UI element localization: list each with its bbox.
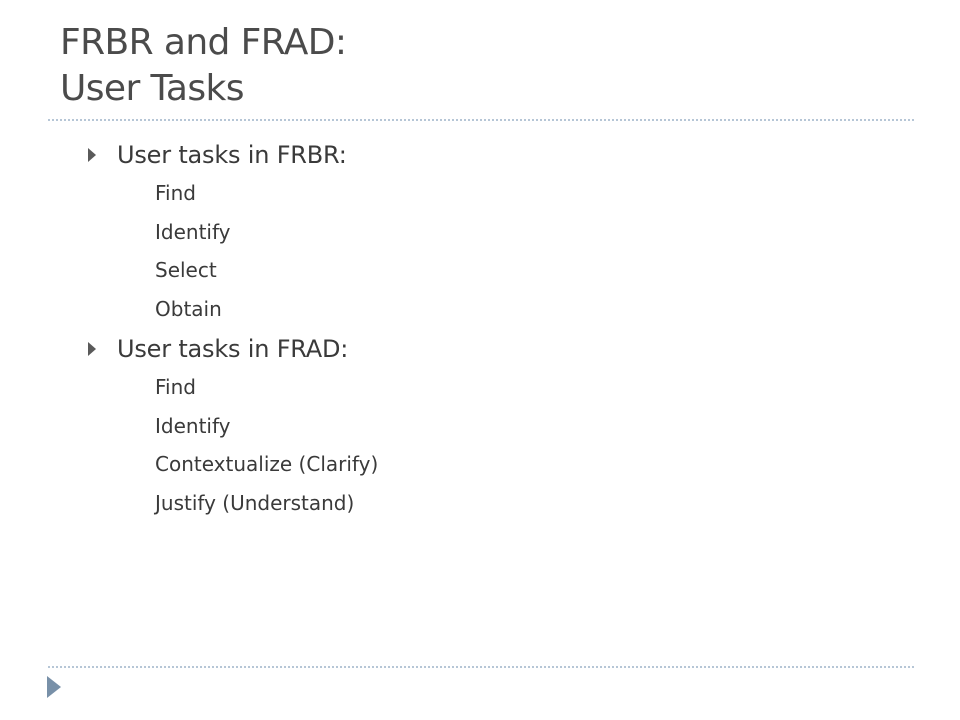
slide-title: FRBR and FRAD: User Tasks bbox=[60, 20, 900, 112]
title-divider bbox=[48, 119, 914, 121]
bullet-arrow-icon bbox=[88, 148, 96, 162]
list-item: Select bbox=[155, 258, 217, 282]
bullet-frbr: User tasks in FRBR: bbox=[88, 136, 888, 174]
list-item: Justify (Understand) bbox=[155, 490, 355, 515]
bullet-arrow-icon bbox=[88, 342, 96, 356]
slide-title-line-2: User Tasks bbox=[60, 68, 245, 109]
list-item: Identify bbox=[155, 219, 231, 244]
frad-task-list: Find Identify Contextualize (Clarify) Ju… bbox=[88, 368, 888, 522]
list-item: Obtain bbox=[155, 296, 222, 321]
slide-title-line-1: FRBR and FRAD: bbox=[60, 22, 347, 63]
list-item: Identify bbox=[155, 413, 231, 438]
bullet-heading: User tasks in FRBR: bbox=[117, 141, 347, 169]
slide-content: User tasks in FRBR: Find Identify Select… bbox=[88, 136, 888, 522]
footer-divider bbox=[48, 666, 914, 668]
footer-triangle-icon bbox=[47, 676, 61, 698]
list-item: Find bbox=[155, 375, 196, 399]
list-item: Contextualize (Clarify) bbox=[155, 452, 379, 476]
bullet-frad: User tasks in FRAD: bbox=[88, 330, 888, 368]
list-item: Find bbox=[155, 181, 196, 205]
frbr-task-list: Find Identify Select Obtain bbox=[88, 174, 888, 328]
bullet-heading: User tasks in FRAD: bbox=[117, 335, 349, 363]
